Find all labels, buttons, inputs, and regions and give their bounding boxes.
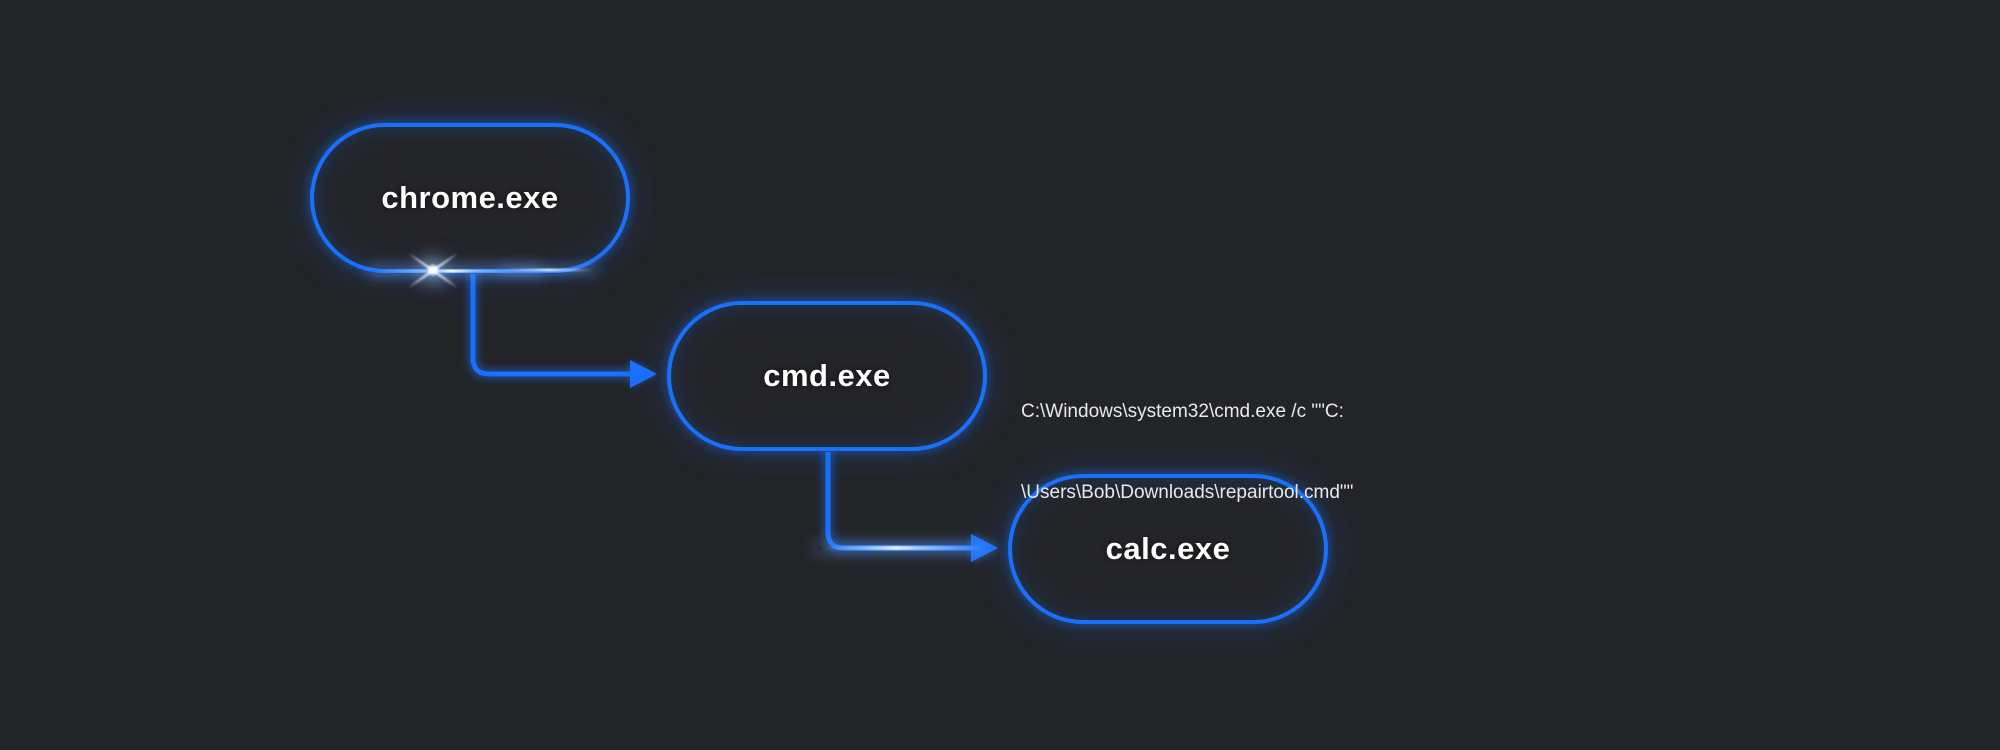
process-node-label: chrome.exe: [381, 180, 559, 215]
arrowhead-icon: [630, 360, 657, 388]
process-node-label: calc.exe: [1105, 531, 1231, 566]
process-node-calc[interactable]: calc.exe: [1008, 474, 1328, 624]
process-node-cmd[interactable]: cmd.exe: [667, 301, 987, 451]
edge-cmd-to-calc: [822, 446, 998, 562]
command-line-annotation: C:\Windows\system32\cmd.exe /c ""C: \Use…: [1021, 344, 1451, 560]
edge-chrome-to-cmd: [467, 268, 657, 388]
command-line-text-line-2: \Users\Bob\Downloads\repairtool.cmd"": [1021, 482, 1354, 503]
arrowhead-icon: [971, 534, 998, 562]
process-node-chrome[interactable]: chrome.exe: [310, 123, 630, 273]
process-node-label: cmd.exe: [763, 358, 891, 393]
command-line-text-line-1: C:\Windows\system32\cmd.exe /c ""C:: [1021, 401, 1344, 422]
